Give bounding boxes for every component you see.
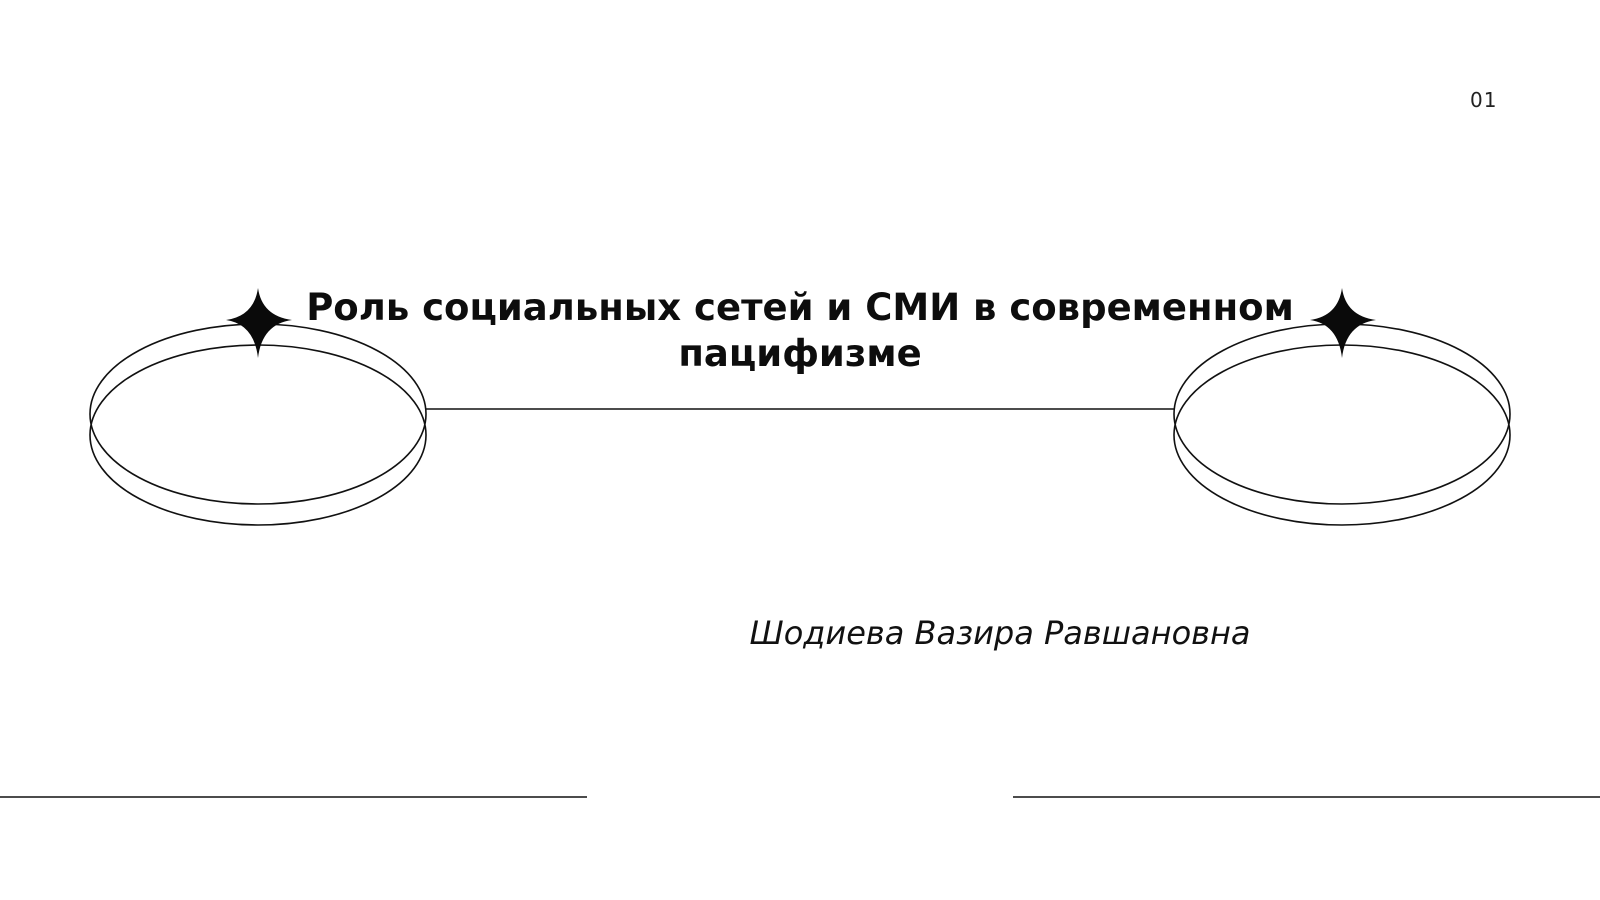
- slide-title-line-1: Роль социальных сетей и СМИ в современно…: [306, 286, 1294, 329]
- left-four-point-star-icon: [226, 288, 292, 358]
- author-name: Шодиева Вазира Равшановна: [749, 614, 1251, 652]
- slide-title: Роль социальных сетей и СМИ в современно…: [280, 285, 1320, 377]
- page-number: 01: [1470, 88, 1498, 112]
- slide-title-line-2: пацифизме: [678, 332, 922, 375]
- right-four-point-star-icon: [1310, 288, 1376, 358]
